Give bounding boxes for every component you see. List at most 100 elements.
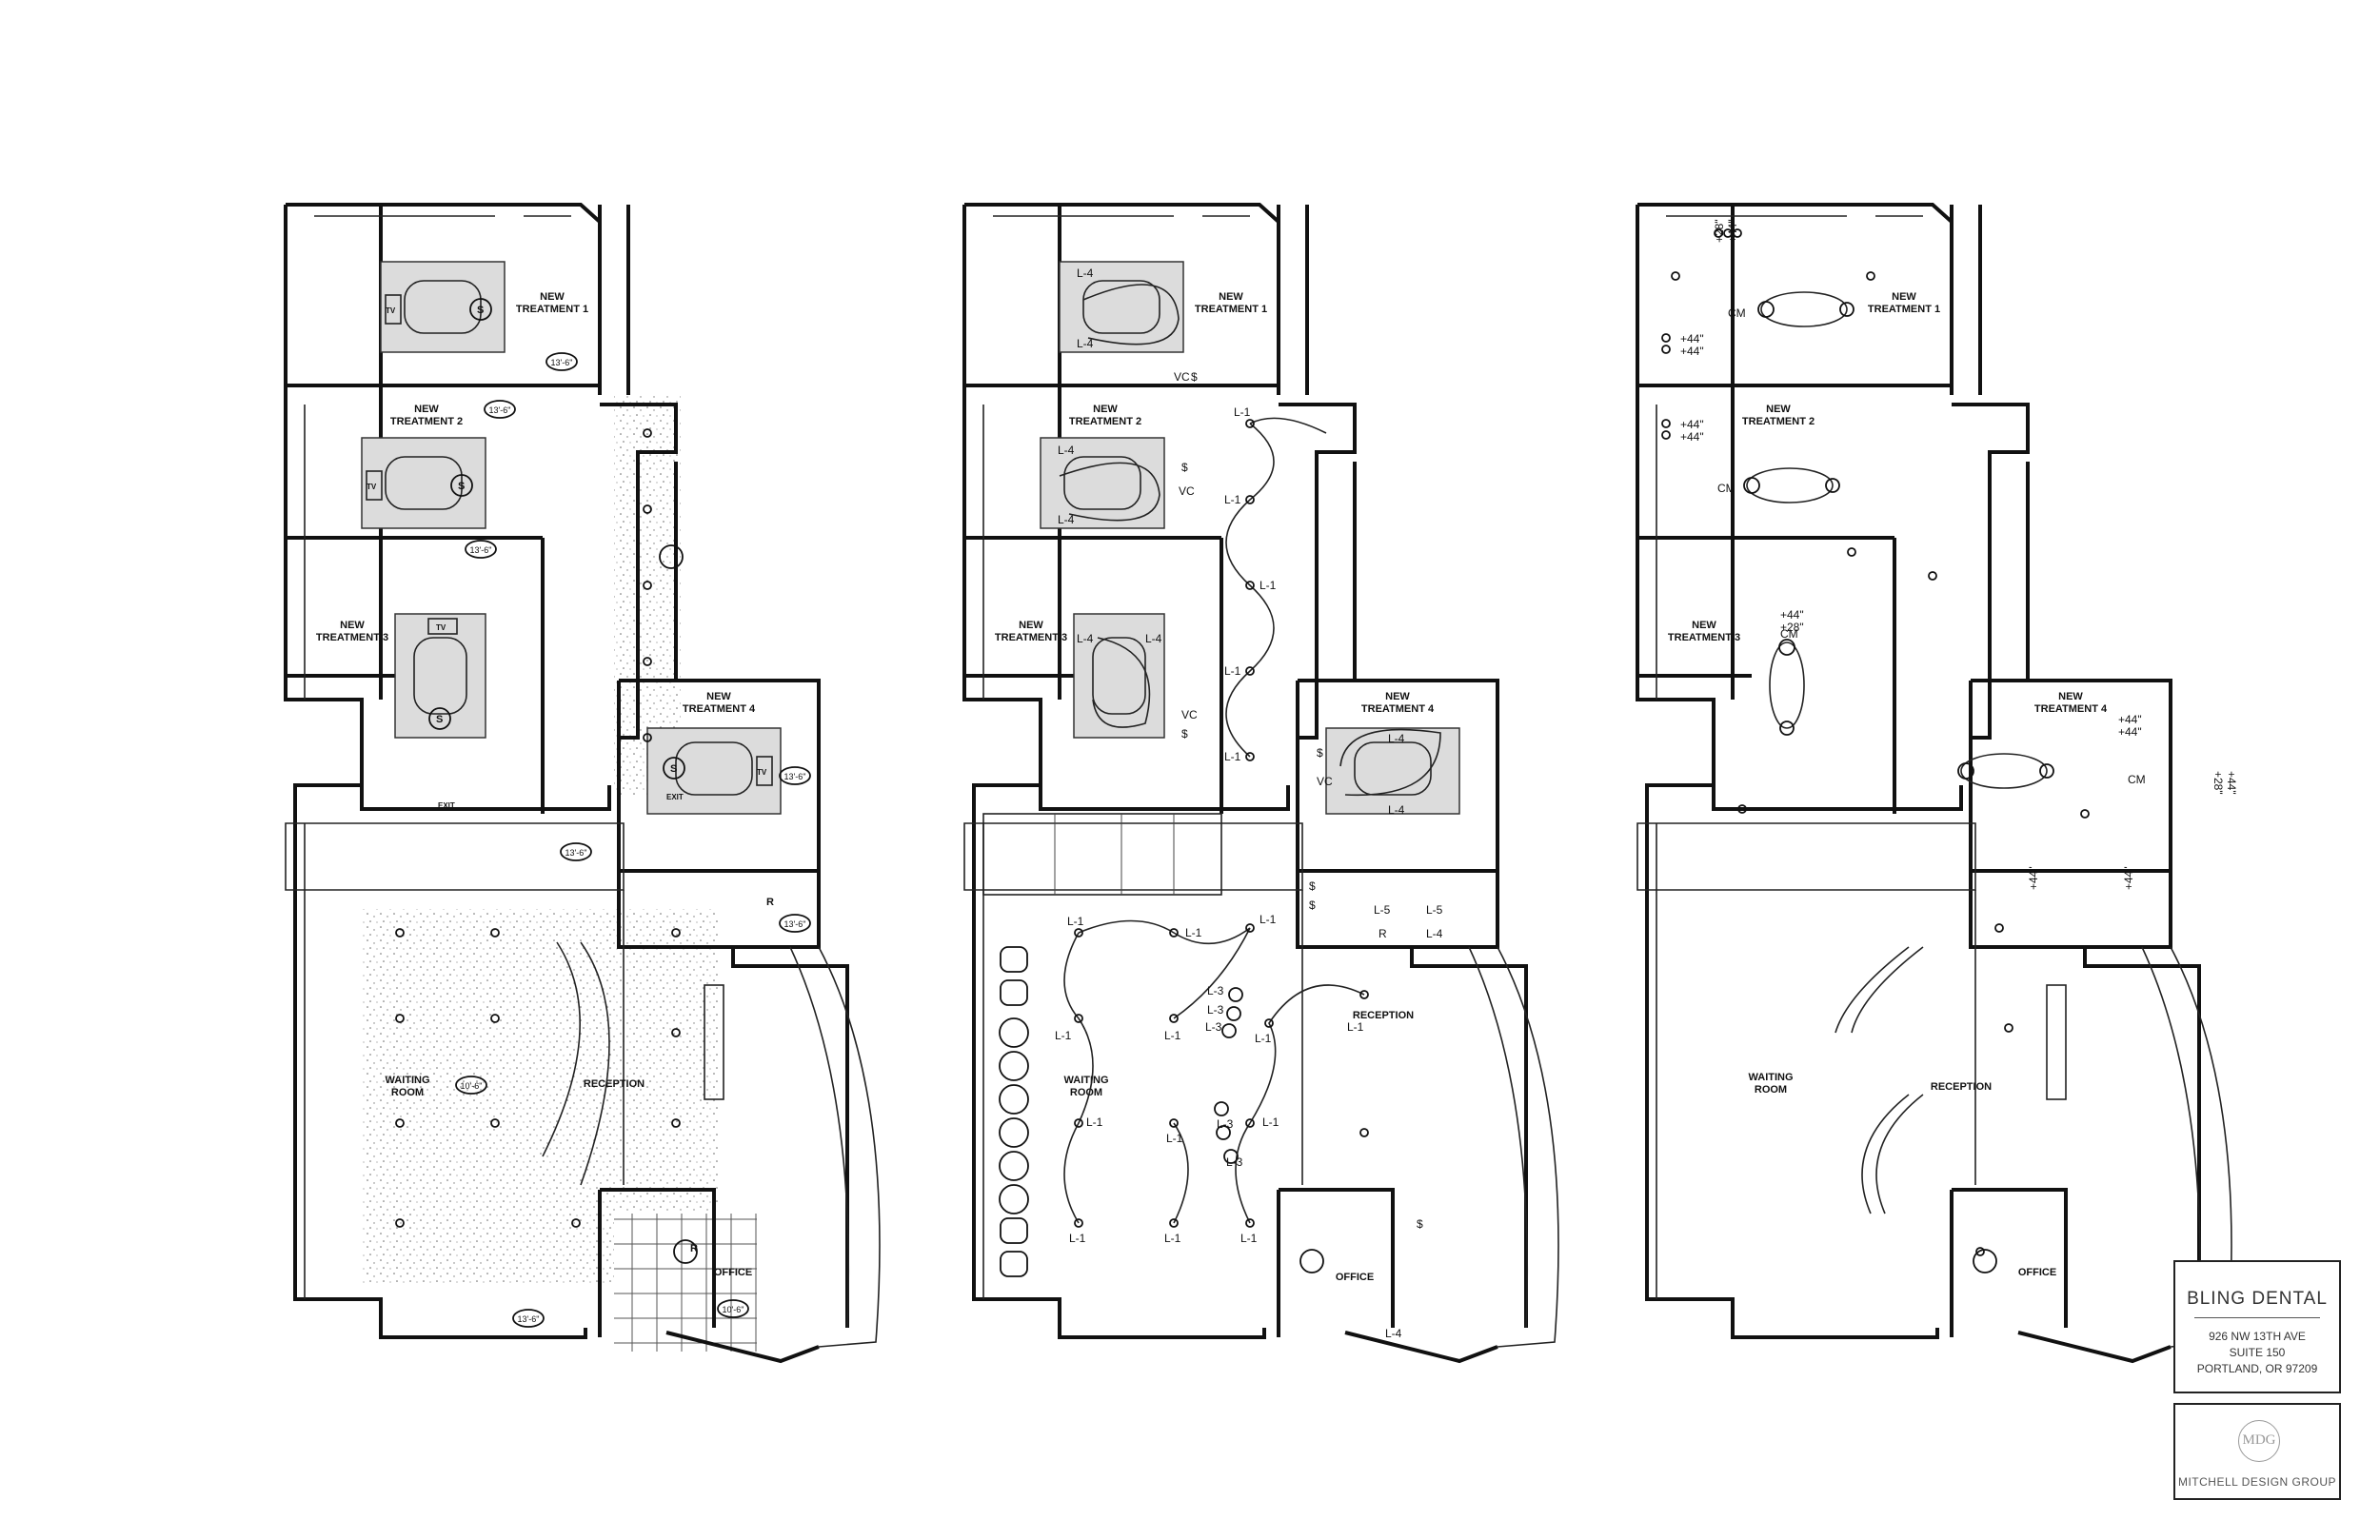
svg-text:10'-6": 10'-6" — [461, 1081, 483, 1091]
svg-text:R: R — [1378, 927, 1387, 940]
svg-text:VC: VC — [1179, 484, 1195, 498]
svg-text:+44": +44" — [2027, 866, 2040, 890]
svg-text:L-4: L-4 — [1385, 1327, 1402, 1340]
svg-text:VC: VC — [1174, 370, 1190, 384]
svg-text:L-1: L-1 — [1086, 1116, 1103, 1129]
address-line-1: 926 NW 13TH AVE — [2209, 1330, 2306, 1343]
storage-cabinets — [982, 813, 1222, 896]
svg-text:+44": +44" — [1680, 430, 1704, 444]
room-label-office: OFFICE — [1336, 1272, 1374, 1283]
svg-text:13'-6": 13'-6" — [489, 405, 511, 415]
svg-text:L-3: L-3 — [1217, 1117, 1234, 1131]
exit-sign: EXIT — [666, 793, 684, 801]
svg-text:CM: CM — [1728, 306, 1746, 320]
room-label-reception: RECEPTION — [584, 1078, 645, 1090]
svg-text:L-3: L-3 — [1207, 984, 1224, 997]
svg-text:CM: CM — [1780, 627, 1798, 641]
mdg-logo: MDG — [2238, 1420, 2280, 1462]
sink-icon — [428, 707, 451, 730]
svg-text:+44": +44" — [2118, 725, 2142, 739]
svg-text:L-1: L-1 — [1234, 405, 1251, 419]
svg-text:+44": +44" — [1680, 332, 1704, 346]
room-label-treatment-2-l2: TREATMENT 2 — [390, 416, 463, 427]
svg-text:L-1: L-1 — [1259, 579, 1277, 592]
svg-text:+44": +44" — [2122, 866, 2135, 890]
corridor-circuit-wiring — [1225, 423, 1275, 758]
room-label-treatment-3: NEW — [340, 620, 365, 631]
svg-text:CM: CM — [2128, 773, 2146, 786]
room-label-treatment-3: NEW — [1019, 620, 1043, 631]
outlets — [1661, 228, 2090, 1256]
address-line-2: SUITE 150 — [2229, 1346, 2286, 1359]
svg-text:L-4: L-4 — [1077, 632, 1094, 645]
exit-sign: EXIT — [438, 801, 455, 810]
svg-text:L-4: L-4 — [1145, 632, 1162, 645]
svg-text:$: $ — [1309, 898, 1316, 912]
title-block-client: BLING DENTAL 926 NW 13TH AVE SUITE 150 P… — [2173, 1260, 2341, 1393]
room-label-treatment-3: NEW — [1692, 620, 1716, 631]
finish-tags: 13'-6" 13'-6" 13'-6" 13'-6" 13'-6" 13'-6… — [455, 352, 811, 1328]
address-line-3: PORTLAND, OR 97209 — [2196, 1362, 2318, 1375]
treatment-switch-loops — [1059, 284, 1441, 797]
svg-text:L-4: L-4 — [1388, 803, 1405, 817]
reception-counter — [704, 984, 724, 1100]
treatment-2-chair-zone — [361, 437, 486, 529]
svg-text:$: $ — [1181, 461, 1188, 474]
svg-text:L-1: L-1 — [1259, 913, 1277, 926]
svg-text:$: $ — [1317, 746, 1323, 760]
room-label-treatment-4: NEW — [706, 691, 731, 702]
svg-text:13'-6": 13'-6" — [518, 1314, 540, 1324]
svg-text:L-5: L-5 — [1374, 903, 1391, 917]
svg-text:L-4: L-4 — [1077, 267, 1094, 280]
svg-text:L-1: L-1 — [1347, 1020, 1364, 1034]
tv-label: TV — [367, 483, 377, 491]
room-label-treatment-4-l2: TREATMENT 4 — [683, 703, 756, 715]
svg-text:L-1: L-1 — [1164, 1232, 1181, 1245]
svg-text:CM: CM — [1717, 482, 1735, 495]
room-label-treatment-4: NEW — [2058, 691, 2083, 702]
ceiling-light-dots — [395, 428, 681, 1228]
svg-text:13'-6": 13'-6" — [784, 919, 806, 929]
svg-text:VC: VC — [1317, 775, 1333, 788]
svg-text:L-1: L-1 — [1224, 493, 1241, 506]
r-marker: R — [690, 1243, 698, 1254]
svg-text:L-1: L-1 — [1067, 915, 1084, 928]
svg-text:L-5: L-5 — [1426, 903, 1443, 917]
sink-icon — [450, 474, 473, 497]
svg-text:L-1: L-1 — [1224, 750, 1241, 763]
pendant-fixtures: L-3 L-3 L-3 L-3 L-3 — [1205, 984, 1243, 1169]
sink-symbol: S — [458, 481, 465, 492]
svg-text:+44": +44" — [2225, 771, 2238, 795]
svg-text:+44": +44" — [1680, 418, 1704, 431]
svg-text:L-1: L-1 — [1185, 926, 1202, 939]
svg-text:+44": +44" — [1780, 608, 1804, 622]
room-label-treatment-1: NEW — [1219, 291, 1243, 303]
sink-symbol: S — [670, 763, 677, 775]
dental-chairs — [1743, 291, 2054, 789]
room-label-office: OFFICE — [2018, 1267, 2056, 1278]
svg-text:L-1: L-1 — [1164, 1029, 1181, 1042]
client-name: BLING DENTAL — [2187, 1289, 2328, 1309]
sink-symbol: S — [436, 714, 443, 725]
reception-counter — [2046, 984, 2067, 1100]
svg-text:$: $ — [1181, 727, 1188, 740]
svg-text:10'-6": 10'-6" — [723, 1305, 744, 1314]
room-label-treatment-1: NEW — [1892, 291, 1916, 303]
svg-text:13'-6": 13'-6" — [565, 848, 587, 858]
room-label-office: OFFICE — [714, 1267, 752, 1278]
outlet-height-labels: +28" +44" +44" +44" +44" +44" +44" +28" … — [1680, 219, 2238, 890]
svg-text:+44": +44" — [1680, 345, 1704, 358]
tv-label: TV — [436, 623, 446, 632]
svg-text:+28": +28" — [2211, 771, 2225, 795]
